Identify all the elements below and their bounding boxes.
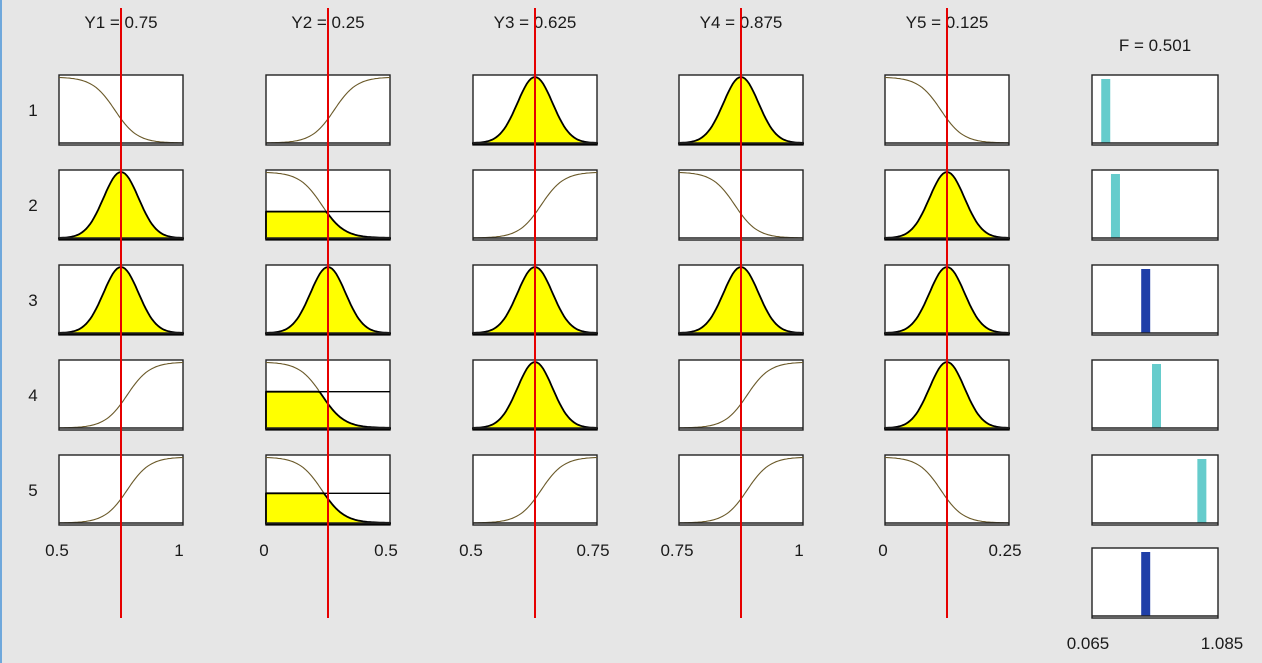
output-plot-r3[interactable]: [1091, 264, 1219, 336]
output-plot-r2[interactable]: [1091, 169, 1219, 241]
rule-number-2: 2: [28, 196, 37, 215]
axis-max-y2: 0.5: [374, 541, 398, 560]
output-bar: [1141, 269, 1151, 333]
axis-max-y1: 1: [174, 541, 183, 560]
axis-min-y1: 0.5: [45, 541, 69, 560]
output-bar: [1197, 459, 1207, 523]
output-plot-r5[interactable]: [1091, 454, 1219, 526]
output-axis-max: 1.085: [1201, 634, 1244, 653]
output-bar: [1110, 174, 1120, 238]
axis-max-y5: 0.25: [988, 541, 1021, 560]
output-bar: [1152, 364, 1161, 428]
axis-min-y2: 0: [259, 541, 268, 560]
output-plot-r4[interactable]: [1091, 359, 1219, 431]
axis-min-y4: 0.75: [660, 541, 693, 560]
output-aggregate-plot[interactable]: [1091, 547, 1219, 619]
rule-number-3: 3: [28, 291, 37, 310]
output-bar: [1101, 79, 1111, 143]
axis-max-y4: 1: [794, 541, 803, 560]
axis-min-y3: 0.5: [459, 541, 483, 560]
rule-number-5: 5: [28, 481, 37, 500]
output-bar: [1141, 552, 1151, 616]
output-label-f: F = 0.501: [1119, 36, 1191, 55]
axis-max-y3: 0.75: [576, 541, 609, 560]
rule-number-4: 4: [28, 386, 37, 405]
output-axis-min: 0.065: [1067, 634, 1110, 653]
axis-min-y5: 0: [878, 541, 887, 560]
output-plot-r1[interactable]: [1091, 74, 1219, 146]
rule-number-1: 1: [28, 101, 37, 120]
